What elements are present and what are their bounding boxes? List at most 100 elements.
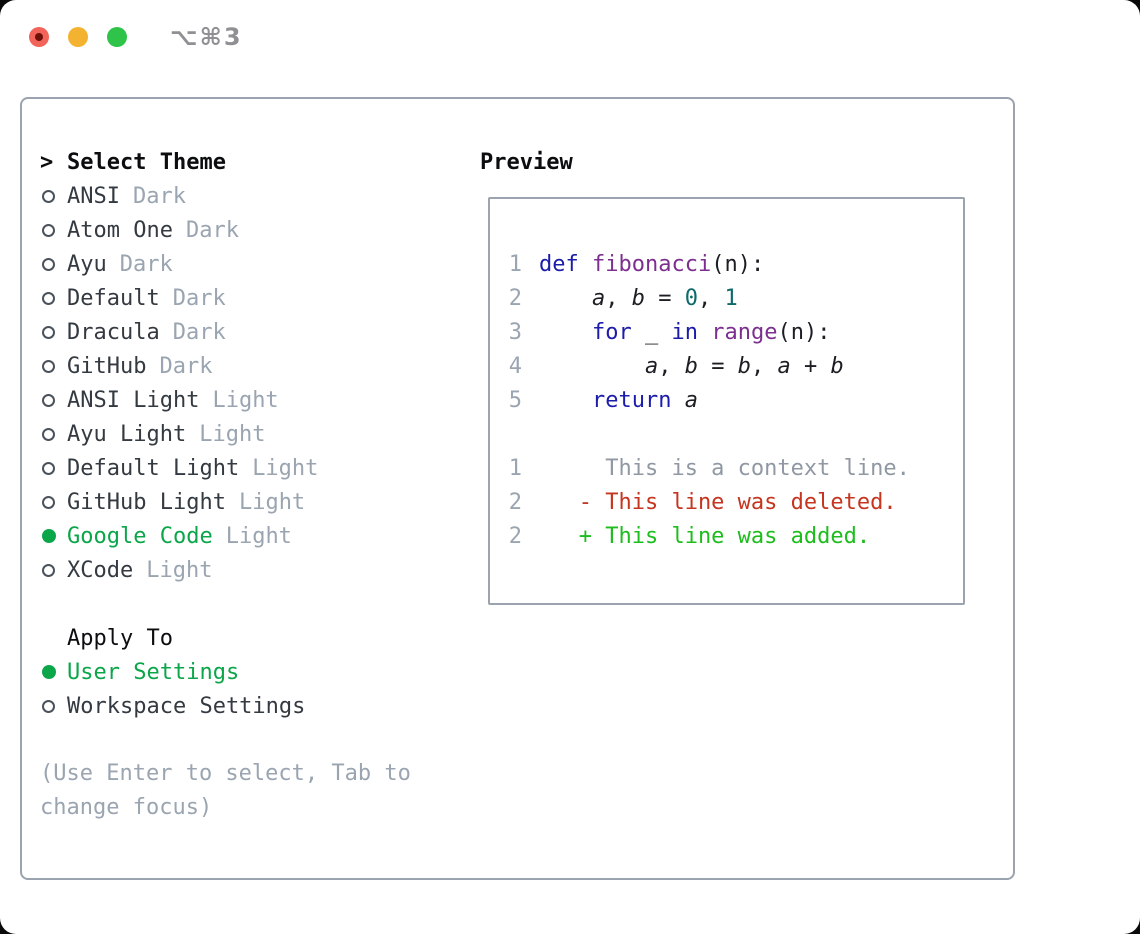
- radio-icon: [40, 189, 67, 203]
- theme-name: GitHub: [67, 353, 147, 379]
- code-line: 2 a, b = 0, 1: [508, 281, 963, 315]
- close-button-dot: [35, 33, 43, 41]
- line-number: 1: [508, 455, 522, 481]
- radio-circle: [42, 563, 55, 577]
- radio-circle: [42, 495, 55, 509]
- code-line: 5 return a: [508, 383, 963, 417]
- radio-icon: [40, 291, 67, 305]
- diff-line-deleted: 2 - This line was deleted.: [508, 485, 963, 519]
- token-kw: return: [591, 387, 672, 413]
- blank-line: [508, 417, 963, 451]
- token-lit: 0: [684, 285, 698, 311]
- theme-variant: Light: [212, 387, 279, 413]
- token-kw: in: [671, 319, 698, 345]
- code-line: 4 a, b = b, a + b: [508, 349, 963, 383]
- radio-circle: [42, 325, 55, 339]
- radio-icon: [40, 257, 67, 271]
- radio-circle: [42, 223, 55, 237]
- theme-option-ansi[interactable]: ANSI Dark: [40, 179, 480, 213]
- theme-variant: Light: [238, 489, 306, 515]
- token-var: a: [777, 353, 791, 379]
- select-theme-title: Select Theme: [67, 149, 226, 175]
- token-lit: 1: [724, 285, 738, 311]
- radio-icon: [40, 223, 67, 237]
- line-number: 2: [508, 489, 522, 515]
- token-kw: def: [539, 251, 592, 277]
- radio-circle: [42, 359, 55, 373]
- apply-option-user-settings[interactable]: User Settings: [40, 655, 480, 689]
- radio-icon: [40, 495, 67, 509]
- token-fn: range: [711, 319, 778, 345]
- token-var: b: [737, 353, 751, 379]
- code-tokens: a, b = b, a + b: [539, 354, 844, 379]
- diff-line-context: 1 This is a context line.: [508, 451, 963, 485]
- token-plain: [539, 388, 592, 413]
- theme-name: Google Code: [67, 523, 213, 549]
- radio-icon: [40, 325, 67, 339]
- select-theme-header: > Select Theme: [40, 145, 480, 179]
- radio-icon: [40, 461, 67, 475]
- theme-variant: Dark: [132, 183, 186, 209]
- apply-to-title: Apply To: [67, 625, 173, 651]
- diff-sample: 1 This is a context line.2 - This line w…: [508, 451, 963, 553]
- code-tokens: for _ in range(n):: [539, 320, 830, 345]
- token-var: b: [684, 353, 698, 379]
- radio-circle: [42, 189, 55, 203]
- radio-icon: [40, 563, 67, 577]
- line-number: 1: [508, 251, 522, 277]
- minimize-button[interactable]: [68, 27, 88, 47]
- radio-circle: [42, 291, 55, 305]
- theme-option-atom-one[interactable]: Atom One Dark: [40, 213, 480, 247]
- theme-name: ANSI: [67, 183, 120, 209]
- token-var: a: [644, 353, 659, 379]
- close-button[interactable]: [29, 27, 49, 47]
- radio-icon: [40, 699, 67, 713]
- theme-name: Dracula: [67, 319, 160, 345]
- theme-variant: Dark: [185, 217, 239, 243]
- theme-variant: Light: [146, 557, 213, 583]
- line-number: 3: [508, 319, 522, 345]
- theme-variant: Light: [225, 523, 292, 549]
- theme-name: Atom One: [67, 217, 173, 243]
- apply-option-workspace-settings[interactable]: Workspace Settings: [40, 689, 480, 723]
- theme-name: Default: [67, 285, 160, 311]
- theme-name: ANSI Light: [67, 387, 200, 413]
- spacer: [40, 587, 480, 621]
- radio-circle: [42, 257, 55, 271]
- token-plain: [539, 286, 592, 311]
- token-plain: [671, 388, 684, 413]
- theme-option-google-code[interactable]: Google Code Light: [40, 519, 480, 553]
- theme-option-default[interactable]: Default Dark: [40, 281, 480, 315]
- token-plain: ,: [697, 285, 725, 311]
- token-var: b: [631, 285, 645, 311]
- theme-option-ansi-light[interactable]: ANSI Light Light: [40, 383, 480, 417]
- token-plain: ,: [605, 285, 632, 311]
- token-plain: (n):: [711, 251, 765, 277]
- theme-option-github-light[interactable]: GitHub Light Light: [40, 485, 480, 519]
- theme-variant: Dark: [172, 285, 226, 311]
- radio-icon: [40, 427, 67, 441]
- focus-marker: >: [40, 149, 54, 175]
- diff-line-added: 2 + This line was added.: [508, 519, 963, 553]
- zoom-button[interactable]: [107, 27, 127, 47]
- diff-text: + This line was added.: [539, 523, 871, 549]
- token-var: b: [830, 353, 844, 379]
- theme-name: Ayu Light: [67, 421, 187, 447]
- selected-radio-icon: [40, 665, 67, 679]
- theme-name: GitHub Light: [67, 489, 226, 515]
- radio-icon: [40, 359, 67, 373]
- radio-circle: [42, 393, 55, 407]
- code-tokens: a, b = 0, 1: [539, 286, 738, 311]
- selected-radio-icon: [40, 529, 67, 543]
- radio-circle: [42, 529, 56, 543]
